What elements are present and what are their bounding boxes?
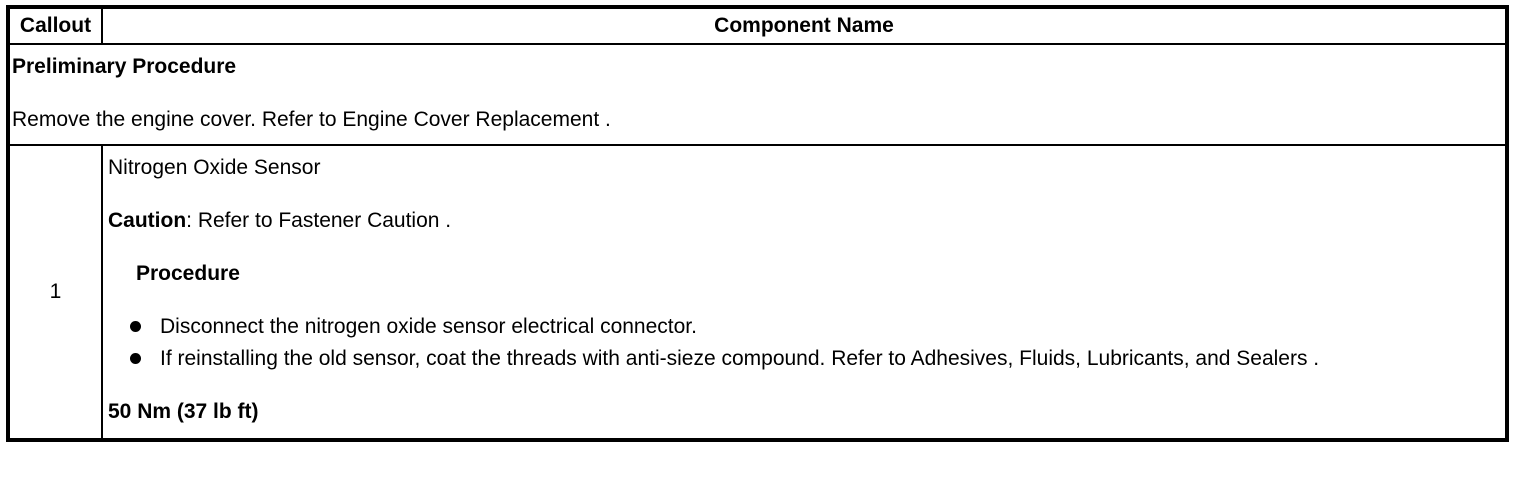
table-header-row: Callout Component Name [10,9,1505,45]
list-item: Disconnect the nitrogen oxide sensor ele… [108,311,1475,343]
torque-spec: 50 Nm (37 lb ft) [108,400,259,423]
step-text: If reinstalling the old sensor, coat the… [160,347,1320,370]
preliminary-procedure-row: Preliminary Procedure Remove the engine … [10,45,1505,146]
procedure-steps: Disconnect the nitrogen oxide sensor ele… [108,311,1475,375]
callout-number: 1 [10,146,103,438]
component-cell: Nitrogen Oxide Sensor Caution: Refer to … [103,146,1505,438]
list-item: If reinstalling the old sensor, coat the… [108,343,1475,375]
preliminary-procedure-text: Remove the engine cover. Refer to Engine… [12,108,611,131]
component-name: Nitrogen Oxide Sensor [108,156,321,179]
caution-text: : Refer to Fastener Caution . [186,209,452,232]
procedure-heading: Procedure [136,262,240,285]
component-name-column-header: Component Name [714,14,894,37]
caution-label: Caution [108,209,187,232]
preliminary-procedure-title: Preliminary Procedure [12,55,237,78]
step-text: Disconnect the nitrogen oxide sensor ele… [160,315,697,338]
caution-note: Caution: Refer to Fastener Caution . [108,205,1475,237]
bullet-icon [130,353,141,364]
callout-column-header: Callout [10,9,103,43]
table-row: 1 Nitrogen Oxide Sensor Caution: Refer t… [10,146,1505,438]
bullet-icon [130,321,141,332]
component-callout-table: Callout Component Name Preliminary Proce… [6,5,1509,442]
